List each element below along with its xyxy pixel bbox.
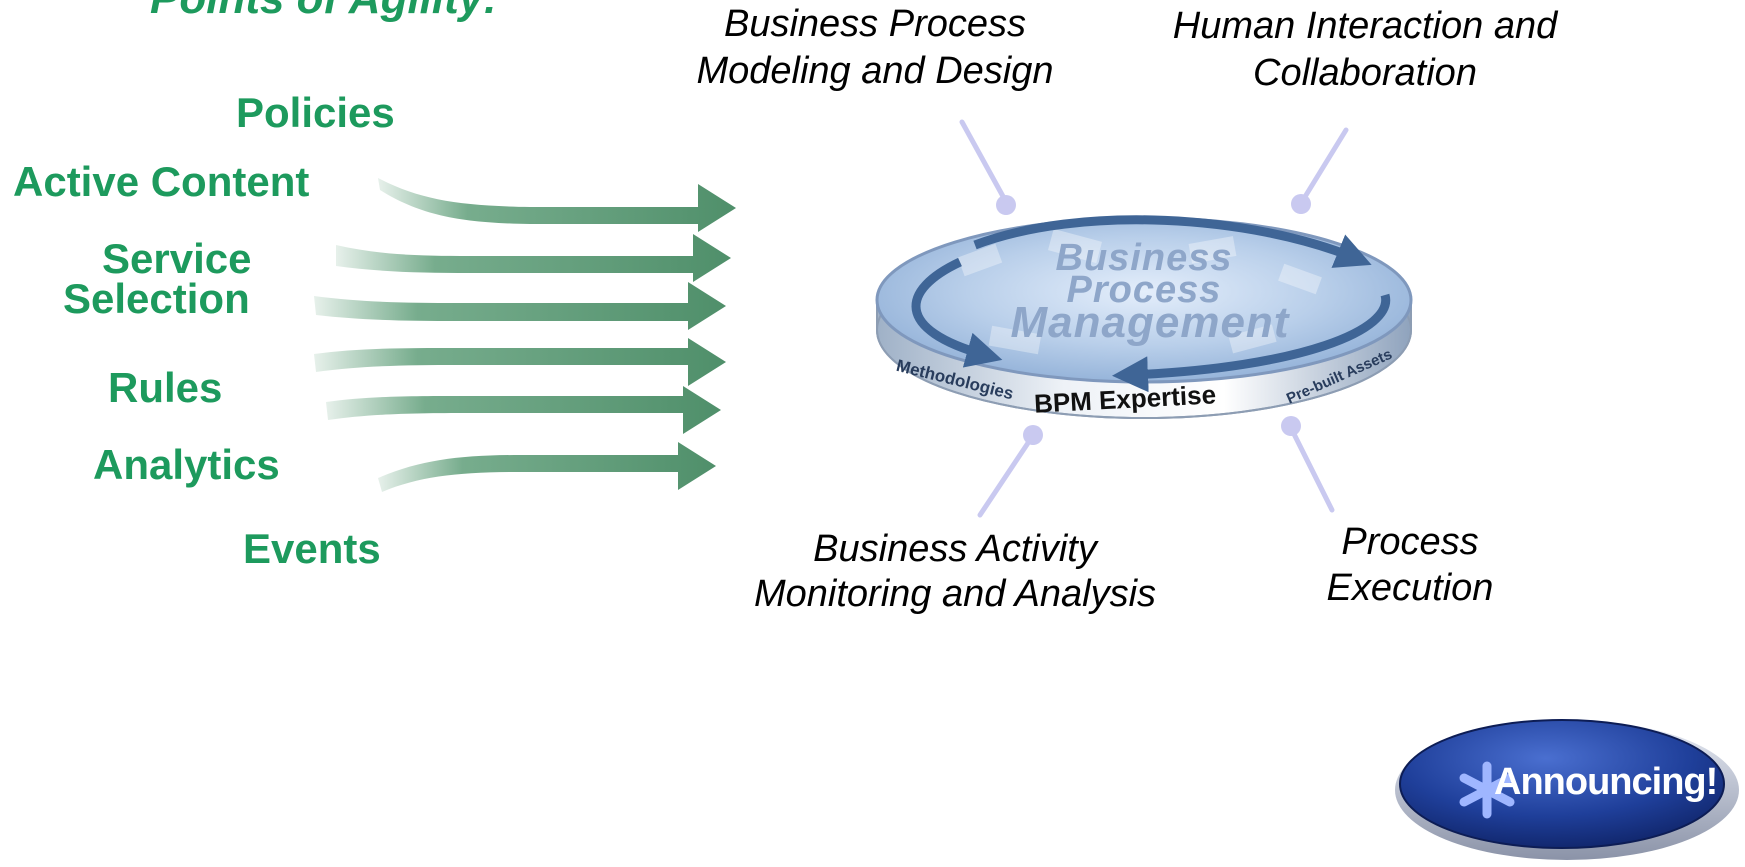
disc-title-line2: Process — [1066, 269, 1222, 311]
connector-human — [1300, 127, 1349, 203]
disc-title-line1: Business — [1055, 237, 1233, 279]
capability-execution-line1: Process — [1341, 521, 1479, 563]
driver-events: Events — [243, 525, 381, 572]
driver-analytics: Analytics — [93, 441, 280, 488]
capability-execution-line2: Execution — [1326, 567, 1494, 609]
asterisk-icon — [1459, 761, 1515, 819]
connector-modeling — [959, 119, 1008, 203]
driver-policies: Policies — [236, 89, 395, 136]
capability-modeling-line1: Business Process — [723, 3, 1026, 45]
capability-monitoring-line1: Business Activity — [813, 528, 1097, 570]
flow-arrow-4 — [314, 338, 726, 386]
connector-monitoring — [977, 437, 1033, 518]
flow-arrow-2 — [336, 234, 731, 282]
capability-human-line2: Collaboration — [1253, 52, 1477, 94]
capability-modeling-line2: Modeling and Design — [696, 50, 1054, 92]
announcing-label: Announcing! — [1494, 761, 1718, 803]
diagram-title: Points of Agility: — [150, 0, 498, 24]
flow-arrow-1 — [378, 178, 736, 232]
connectors — [959, 119, 1349, 518]
flow-arrow-6 — [378, 442, 716, 492]
flow-arrow-5 — [326, 386, 721, 434]
driver-rules: Rules — [108, 364, 223, 411]
capability-human-line1: Human Interaction and — [1172, 5, 1558, 47]
driver-active-content: Active Content — [13, 158, 310, 205]
announcing-badge[interactable]: Announcing! — [1392, 708, 1742, 862]
connector-execution — [1290, 429, 1335, 513]
driver-service-selection-line1: Service — [102, 235, 252, 282]
capability-monitoring-line2: Monitoring and Analysis — [753, 573, 1157, 615]
flow-arrows — [314, 178, 736, 492]
flow-arrow-3 — [314, 282, 726, 330]
driver-service-selection-line2: Selection — [63, 275, 250, 322]
disc-title-line3: Management — [1010, 298, 1290, 347]
bpm-disc — [875, 215, 1413, 419]
